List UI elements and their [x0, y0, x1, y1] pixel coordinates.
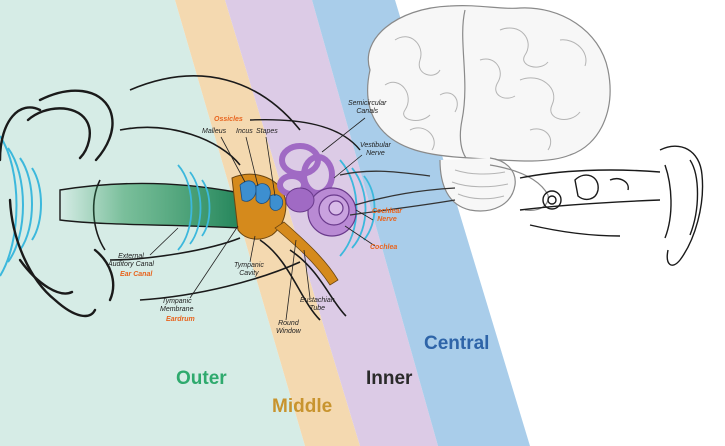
label-ear-canal: Ear Canal — [120, 271, 153, 278]
label-malleus: Malleus — [202, 128, 227, 135]
label-incus: Incus — [236, 128, 253, 135]
label-ossicles: Ossicles — [214, 116, 243, 123]
label-cochlear-nerve: Cochlear Nerve — [372, 208, 402, 223]
ear-canal-shape — [59, 182, 243, 229]
eustachian-tube-shape — [274, 221, 339, 286]
sound-waves-inner — [339, 159, 376, 257]
cochlea-shape — [307, 187, 357, 237]
region-title-inner: Inner — [366, 368, 413, 389]
head-contour — [92, 75, 347, 321]
outer-ear-outline — [0, 89, 115, 318]
label-round-window: Round Window — [276, 320, 301, 335]
label-vestibular-nerve: Vestibular Nerve — [360, 142, 391, 157]
vestibule-shape — [285, 187, 315, 213]
label-eustachian-tube: Eustachian Tube — [300, 297, 335, 312]
brain-folds — [384, 27, 587, 200]
ossicles-bones — [239, 180, 284, 211]
label-cochlea: Cochlea — [370, 244, 398, 251]
label-external-auditory-canal: External Auditory Canal — [108, 253, 154, 268]
central-region-band — [312, 0, 530, 446]
label-stapes: Stapes — [256, 128, 278, 135]
sound-waves-middle — [177, 164, 211, 251]
label-tympanic-membrane: Tympanic Membrane — [160, 298, 194, 313]
region-title-outer: Outer — [176, 368, 227, 389]
right-ear-illustration — [249, 118, 704, 266]
leader-lines — [149, 117, 376, 321]
label-eardrum: Eardrum — [166, 316, 195, 323]
region-title-central: Central — [424, 333, 490, 354]
label-semicircular-canals: Semicircular Canals — [348, 100, 387, 115]
region-title-middle: Middle — [272, 396, 333, 417]
sound-waves-left — [0, 135, 42, 277]
label-tympanic-cavity: Tympanic Cavity — [234, 262, 264, 277]
